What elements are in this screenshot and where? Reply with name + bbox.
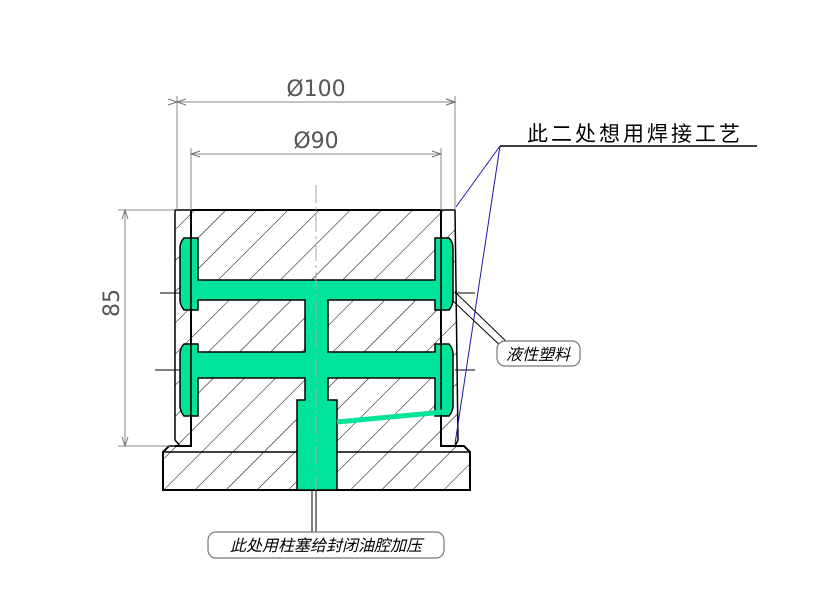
plunger-note-text: 此处用柱塞给封闭油腔加压 xyxy=(230,536,425,555)
height-label: 85 xyxy=(100,289,125,317)
dimension-outer-diameter: Ø100 xyxy=(177,77,455,210)
inner-diameter-label: Ø90 xyxy=(293,129,338,154)
dimension-inner-diameter: Ø90 xyxy=(190,129,442,210)
weld-note-text: 此二处想用焊接工艺 xyxy=(527,122,743,146)
plastic-note-text: 液性塑料 xyxy=(506,345,571,364)
plunger-note-callout: 此处用柱塞给封闭油腔加压 xyxy=(207,490,445,559)
dimension-height: 85 xyxy=(100,209,175,447)
groove-center-marks xyxy=(155,292,475,371)
fluid-feed-channel xyxy=(336,409,445,425)
dimension-arrowheads xyxy=(121,98,457,448)
outer-diameter-label: Ø100 xyxy=(286,77,345,102)
plastic-note-callout: 液性塑料 xyxy=(451,291,581,367)
weld-note-callout: 此二处想用焊接工艺 xyxy=(454,122,757,445)
